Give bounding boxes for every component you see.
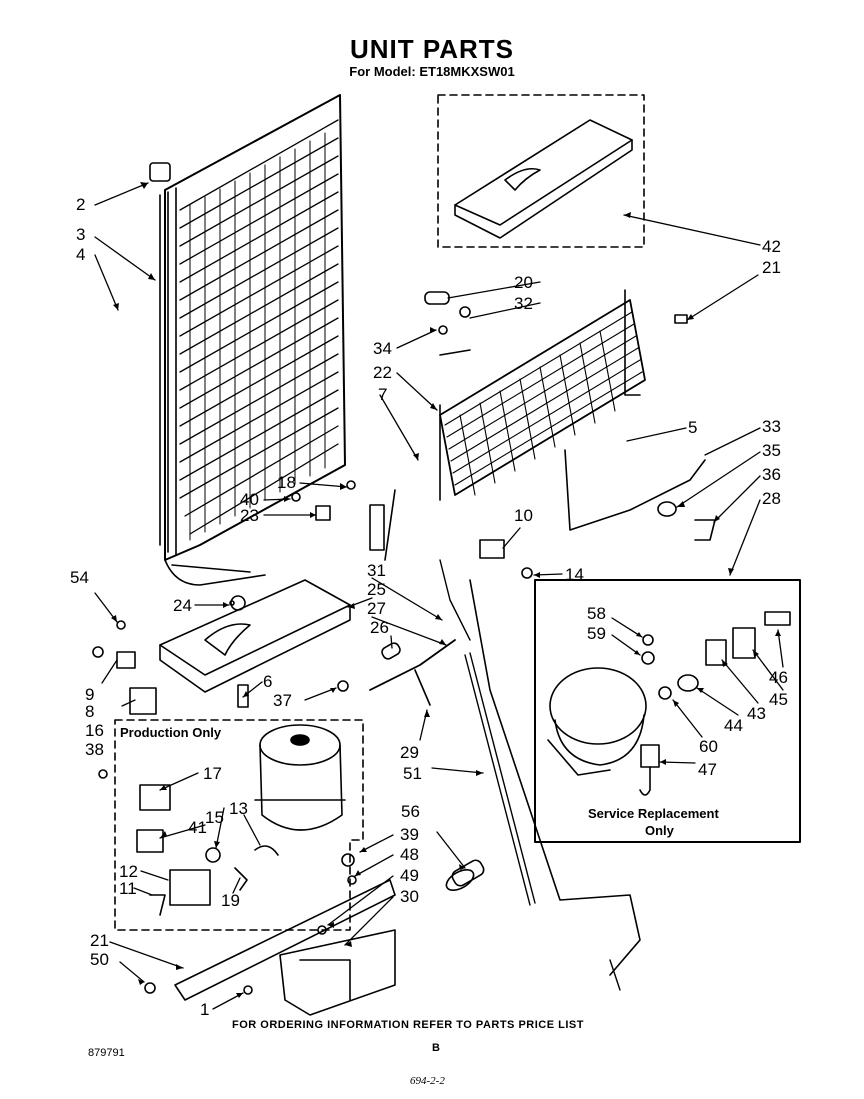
callout-number: 51 <box>403 764 422 783</box>
callout-number: 46 <box>769 668 788 687</box>
callout-number: 58 <box>587 604 606 623</box>
callout-number: 42 <box>762 237 781 256</box>
callout-number: 54 <box>70 568 89 587</box>
callout-number: 34 <box>373 339 392 358</box>
callout-number: 10 <box>514 506 533 525</box>
callout-number: 26 <box>370 618 389 637</box>
callout-number: 18 <box>277 473 296 492</box>
callout-number: 4 <box>76 245 86 264</box>
callout-number: 23 <box>240 506 259 525</box>
callout-number: 48 <box>400 845 419 864</box>
callout-number: 2 <box>76 195 86 214</box>
callout-number: 15 <box>205 808 224 827</box>
callout-number: 22 <box>373 363 392 382</box>
callout-number: 17 <box>203 764 222 783</box>
service-replacement-label: Service Replacement <box>588 806 719 821</box>
callout-number: 40 <box>240 490 259 509</box>
evaporator-coil <box>439 289 646 501</box>
condenser-coil <box>149 94 346 586</box>
service-replacement-box <box>534 579 801 843</box>
callout-number: 60 <box>699 737 718 756</box>
drain-pan-lower <box>159 579 351 693</box>
callout-number: 31 <box>367 561 386 580</box>
callout-number: 39 <box>400 825 419 844</box>
callout-number: 12 <box>119 862 138 881</box>
callout-number: 16 <box>85 721 104 740</box>
refrigerant-tubing <box>369 449 706 976</box>
callout-number: 33 <box>762 417 781 436</box>
callout-number: 50 <box>90 950 109 969</box>
small-fittings <box>92 291 716 995</box>
callout-number: 21 <box>762 258 781 277</box>
callout-number: 36 <box>762 465 781 484</box>
callout-number: 30 <box>400 887 419 906</box>
callout-number: 14 <box>565 565 584 584</box>
callout-number: 41 <box>188 818 207 837</box>
callout-number: 11 <box>119 879 137 898</box>
callout-number: 37 <box>273 691 292 710</box>
callout-number: 25 <box>367 580 386 599</box>
callout-number: 21 <box>90 931 109 950</box>
callout-number: 49 <box>400 866 419 885</box>
callout-number: 56 <box>401 802 420 821</box>
page-title: UNIT PARTS <box>349 34 515 64</box>
drain-pan-upper <box>437 94 645 248</box>
handwritten-note: 694-2-2 <box>410 1075 445 1087</box>
callout-number: 27 <box>367 599 386 618</box>
callout-number: 8 <box>85 702 95 721</box>
callout-number: 44 <box>724 716 743 735</box>
callout-number: 47 <box>698 760 717 779</box>
callout-number: 5 <box>688 418 698 437</box>
production-only-label: Production Only <box>120 725 222 740</box>
service-replacement-only-label: Only <box>645 823 674 838</box>
model-subtitle: For Model: ET18MKXSW01 <box>349 64 515 79</box>
callout-number: 28 <box>762 489 781 508</box>
callout-number: 1 <box>200 1000 210 1019</box>
callout-number: 32 <box>514 294 533 313</box>
callout-number: 43 <box>747 704 766 723</box>
arrowheads <box>111 182 781 998</box>
callout-number: 13 <box>229 799 248 818</box>
callout-leaders <box>94 182 784 1010</box>
callout-number: 19 <box>221 891 240 910</box>
callout-number: 7 <box>378 385 388 404</box>
callout-number: 29 <box>400 743 419 762</box>
callout-number: 9 <box>85 685 95 704</box>
callout-number: 45 <box>769 690 788 709</box>
base-frame <box>174 859 485 1016</box>
callout-number: 20 <box>514 273 533 292</box>
diagram-code: 879791 <box>88 1047 125 1059</box>
callout-number: 24 <box>173 596 192 615</box>
callout-number: 59 <box>587 624 606 643</box>
page-letter: B <box>432 1042 440 1054</box>
callout-number: 35 <box>762 441 781 460</box>
ordering-info-note: FOR ORDERING INFORMATION REFER TO PARTS … <box>232 1019 584 1031</box>
callout-number: 6 <box>263 672 273 691</box>
callout-number: 3 <box>76 225 86 244</box>
production-only-box <box>114 719 364 931</box>
callout-number: 38 <box>85 740 104 759</box>
